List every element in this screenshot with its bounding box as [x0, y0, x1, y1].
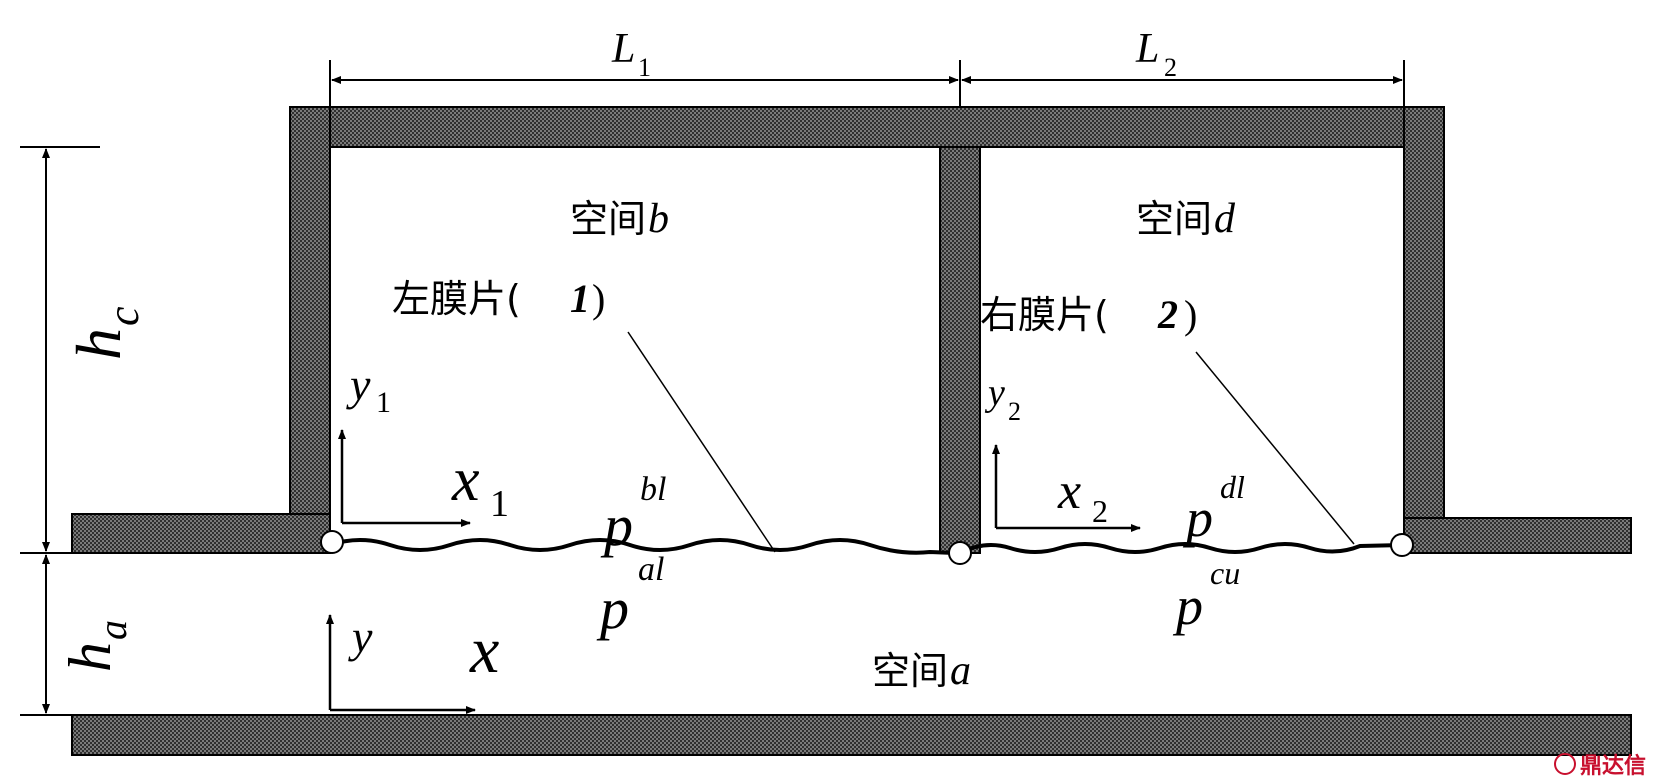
svg-text:d: d: [1214, 196, 1236, 242]
svg-text:h: h: [63, 328, 134, 360]
left-membrane: [329, 538, 956, 555]
axes-1: [338, 429, 471, 527]
L2-label: L: [1135, 26, 1159, 72]
pressure-al: p al: [596, 551, 664, 641]
y2-label: y: [984, 372, 1005, 414]
left-hinge: [320, 530, 344, 554]
svg-text:c: c: [99, 306, 148, 326]
svg-text:b: b: [648, 196, 669, 242]
right-membrane-label: 右膜片( 2 ): [980, 292, 1197, 337]
middle-divider-wall: [939, 146, 981, 554]
right-hinge: [1390, 533, 1414, 557]
pressure-cu: p cu: [1172, 555, 1240, 636]
svg-text:a: a: [950, 648, 971, 694]
svg-text:左膜片(: 左膜片(: [392, 277, 521, 321]
svg-text:右膜片(: 右膜片(: [980, 293, 1109, 337]
svg-text:al: al: [638, 551, 664, 588]
left-leader: [627, 331, 776, 553]
left-outer-wall: [289, 106, 331, 554]
right-membrane: [959, 542, 1405, 555]
pressure-bl: p bl: [600, 471, 666, 558]
L2-subscript: 2: [1164, 53, 1177, 82]
y2-subscript: 2: [1008, 397, 1021, 426]
svg-text:1: 1: [570, 276, 590, 321]
svg-text:空间: 空间: [570, 197, 646, 241]
axes-2: [992, 444, 1141, 532]
left-ledge: [71, 513, 331, 554]
right-leader: [1195, 351, 1355, 545]
L1-label: L: [611, 26, 635, 72]
dimension-L: [329, 60, 1405, 107]
y1-label: y: [346, 359, 371, 410]
L1-subscript: 1: [638, 53, 651, 82]
axes-global: [326, 614, 476, 714]
space-a-label: 空间 a: [872, 648, 971, 694]
svg-text:p: p: [596, 576, 629, 641]
x-label: x: [469, 614, 499, 687]
x2-label: x: [1057, 463, 1081, 520]
left-membrane-label: 左膜片( 1 ): [392, 276, 605, 321]
watermark-logo: 鼎达信: [1553, 748, 1646, 780]
svg-text:dl: dl: [1220, 469, 1245, 505]
bottom-wall: [71, 714, 1632, 756]
hinges: [320, 530, 1414, 565]
svg-text:2: 2: [1157, 292, 1178, 337]
x2-subscript: 2: [1092, 493, 1108, 529]
watermark-text: 鼎达信: [1579, 754, 1646, 779]
middle-hinge: [948, 541, 972, 565]
svg-text:p: p: [1172, 576, 1203, 636]
y1-subscript: 1: [376, 386, 391, 419]
watermark-icon: [1553, 753, 1576, 775]
right-ledge: [1403, 517, 1632, 554]
y-label: y: [348, 611, 373, 662]
svg-text:bl: bl: [640, 471, 666, 508]
walls: [71, 106, 1632, 756]
x1-subscript: 1: [490, 483, 509, 525]
right-outer-wall: [1403, 106, 1445, 554]
x1-label: x: [451, 446, 480, 514]
svg-text:): ): [592, 276, 605, 321]
svg-text:空间: 空间: [872, 649, 948, 693]
space-d-label: 空间 d: [1136, 196, 1236, 242]
space-b-label: 空间 b: [570, 196, 669, 242]
pressure-dl: p dl: [1182, 469, 1245, 548]
svg-text:h: h: [57, 642, 123, 672]
membranes: [329, 538, 1405, 555]
svg-text:a: a: [90, 620, 135, 640]
top-wall: [289, 106, 1445, 148]
leader-lines: [627, 331, 1355, 553]
svg-text:): ): [1184, 292, 1197, 337]
dimension-h: [20, 146, 100, 716]
svg-text:空间: 空间: [1136, 197, 1212, 241]
hc-label: h c: [63, 306, 148, 360]
svg-text:p: p: [600, 493, 633, 558]
svg-text:cu: cu: [1210, 555, 1240, 591]
svg-text:p: p: [1182, 488, 1213, 548]
ha-label: h a: [57, 620, 135, 672]
